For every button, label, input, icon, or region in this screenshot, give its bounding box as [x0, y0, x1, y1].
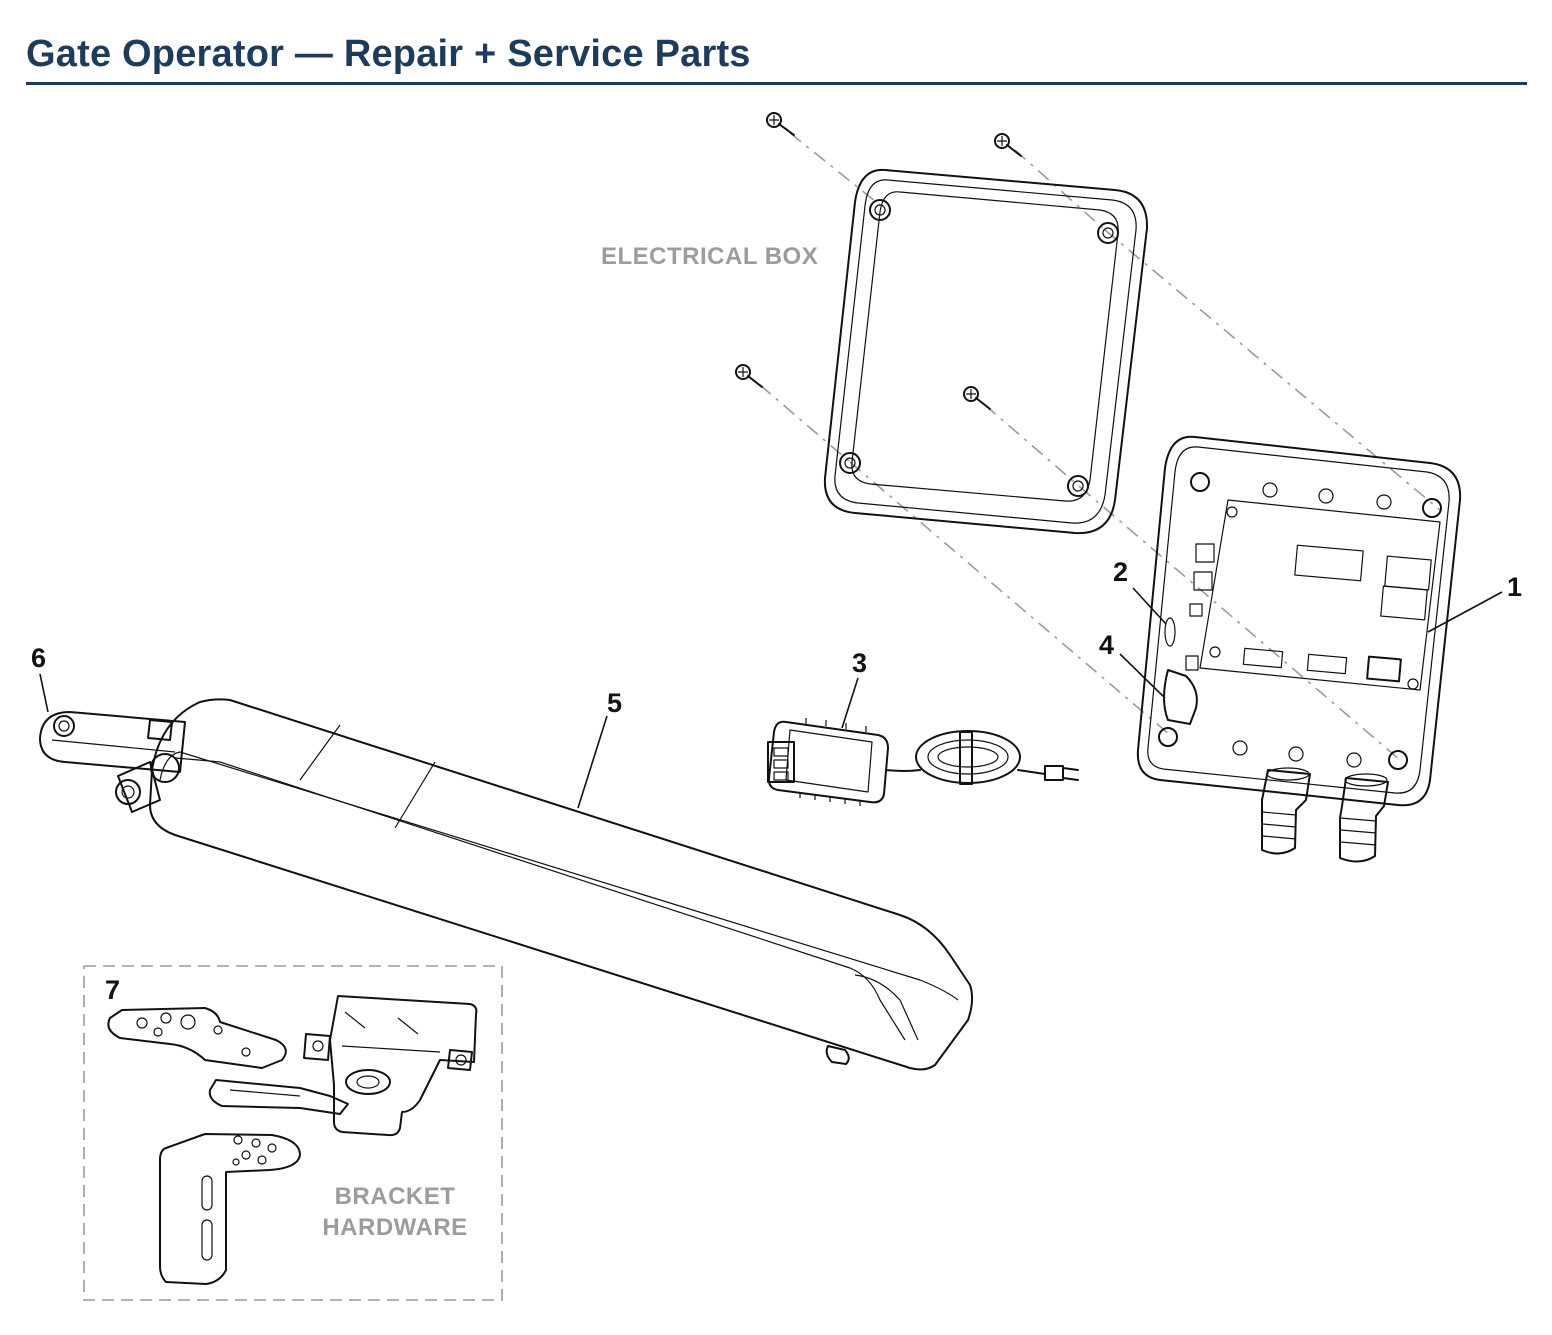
callout-2: 2	[1113, 557, 1128, 587]
title-divider	[26, 82, 1527, 85]
page-title: Gate Operator — Repair + Service Parts	[26, 33, 751, 75]
cover-screw	[735, 364, 763, 388]
bracket-hardware-group	[83, 965, 503, 1301]
cable-gland-right	[1339, 773, 1389, 863]
electrical-box-label: ELECTRICAL BOX	[601, 243, 818, 270]
electrical-box-cover	[823, 168, 1149, 535]
cover-screw	[963, 386, 991, 410]
callout-3: 3	[852, 648, 867, 678]
callout-4: 4	[1099, 630, 1114, 660]
callout-5: 5	[607, 688, 622, 718]
callout-leaders	[39, 587, 1503, 809]
gate-operator-arm	[39, 698, 974, 1071]
cover-screw	[994, 133, 1022, 157]
cable-gland-left	[1261, 767, 1311, 855]
bracket-hardware-label-line1: BRACKET	[335, 1183, 456, 1210]
cover-screw	[766, 112, 795, 136]
callout-1: 1	[1507, 572, 1522, 602]
callout-6: 6	[31, 643, 46, 673]
callout-7: 7	[105, 975, 120, 1005]
electrical-box-enclosure	[1136, 435, 1462, 863]
bracket-hardware-label-line2: HARDWARE	[322, 1214, 467, 1241]
power-supply-with-cord	[767, 718, 1079, 806]
